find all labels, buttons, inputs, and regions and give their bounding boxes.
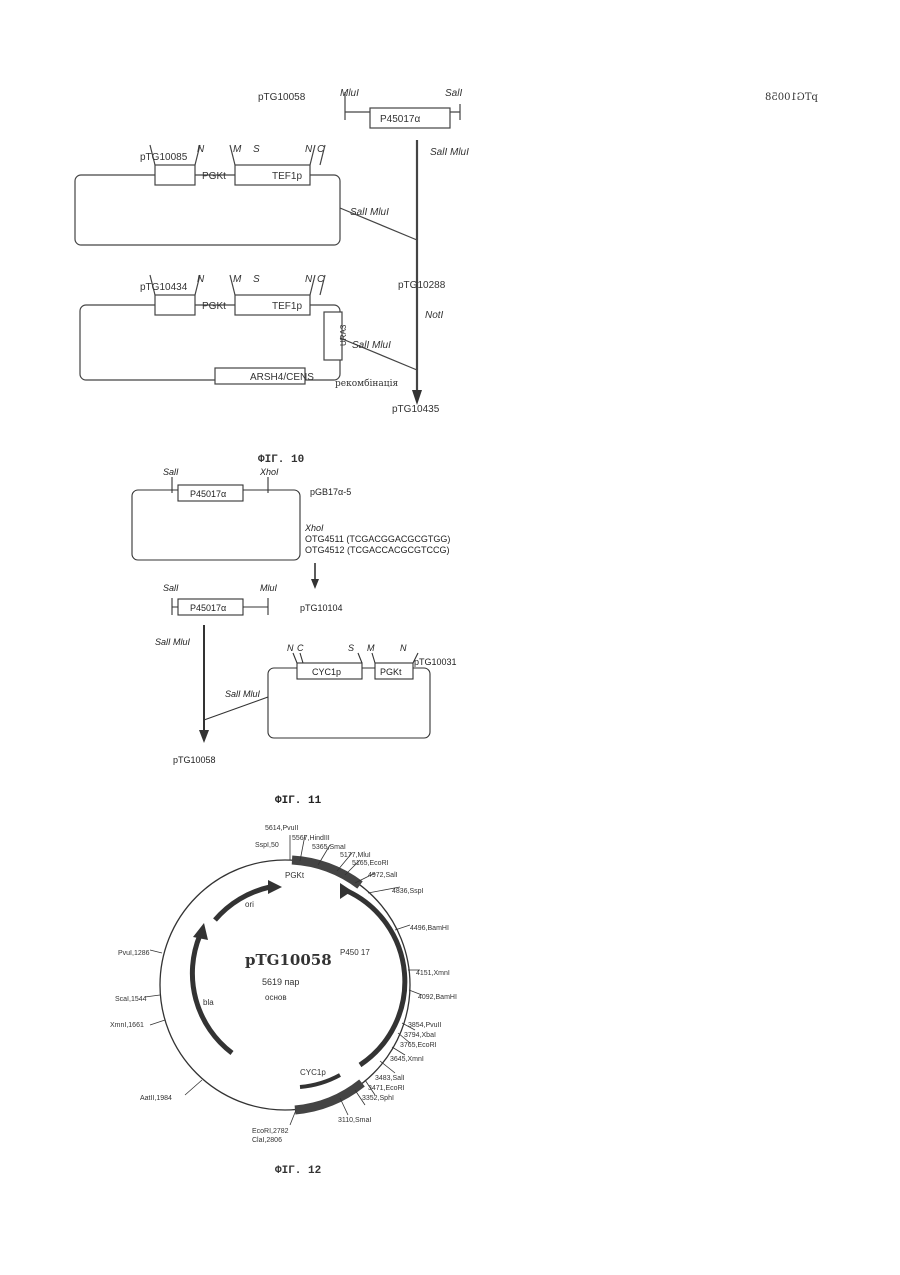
- fig10-site-sali: SalI: [445, 88, 462, 99]
- fig11-enzymes-left: SalI MluI: [155, 637, 191, 647]
- fig10-lower-box-pgkt: [155, 295, 195, 315]
- fig12-site-16: 3471,EcoRI: [368, 1085, 405, 1092]
- fig12-site-11: 3854,PvuII: [408, 1022, 442, 1029]
- fig11-vsite-m: M: [367, 643, 375, 653]
- fig11-mid-site-mlui: MluI: [260, 583, 278, 593]
- fig11-plasmid1-label: pGB17α-5: [310, 487, 351, 497]
- fig11-oligo2: OTG4512 (TCGACCACGCGTCCG): [305, 545, 450, 555]
- fig12-site-14: 3645,XmnI: [390, 1056, 424, 1063]
- fig10-vsite-c: C: [317, 144, 325, 155]
- fig12-site-13: 3765,EcoRI: [400, 1042, 437, 1049]
- fig12-site-4: 5165,EcoRI: [352, 860, 389, 867]
- fig11-vsite-n1: N: [287, 643, 294, 653]
- fig12-site-10: 4092,BamHI: [418, 994, 457, 1001]
- fig12-subtitle: основ: [265, 993, 287, 1002]
- fig10-enzymes-lower-mid: SalI MluI: [352, 340, 391, 351]
- fig11-final: pTG10058: [173, 755, 216, 765]
- fig10-vector-name: pTG10085: [140, 152, 188, 163]
- fig12-site-12: 3794,XbaI: [404, 1032, 436, 1039]
- fig10-enzymes-mid: SalI MluI: [350, 207, 389, 218]
- fig10-lbox-arsh4-label: ARSH4/CENS: [250, 372, 314, 383]
- fig12-site-0: 5614,PvuII: [265, 825, 299, 832]
- fig12-site-8: 4496,BamHI: [410, 925, 449, 932]
- fig11-insert-label: P45017α: [190, 489, 226, 499]
- fig11-vsite-s: S: [348, 643, 354, 653]
- fig12-site-2: 5365,SmaI: [312, 844, 346, 851]
- fig12-name: pTG10058: [245, 951, 332, 969]
- fig12-size: 5619 пар: [262, 977, 299, 987]
- fig12-site-9: 4151,XmnI: [416, 970, 450, 977]
- fig11-enzymes-mid: SalI MluI: [225, 689, 261, 699]
- fig10-lsite-c: C: [317, 274, 325, 285]
- fig11-oligo1: OTG4511 (TCGACGGACGCGTGG): [305, 534, 450, 544]
- fig12-arrow-p450: [345, 890, 405, 1065]
- fig10-vsite-m: M: [233, 144, 242, 155]
- fig10-vbox-tef1p-label: TEF1p: [272, 171, 302, 182]
- fig12-feature-ori: ori: [245, 900, 254, 909]
- fig12-site-24: PvuI,1286: [118, 950, 150, 957]
- fig10-enzymes-lower-right: NotI: [425, 310, 444, 321]
- fig10-lsite-n1: N: [197, 274, 205, 285]
- fig11-plasmid2-label: pTG10104: [300, 603, 343, 613]
- fig11-mid-site-sali: SalI: [163, 583, 179, 593]
- fig11-plasmid2-box-label: P45017α: [190, 603, 226, 613]
- fig12-site-6: 4972,SalI: [368, 872, 398, 879]
- fig11-vbox-pgkt-label: PGKt: [380, 667, 402, 677]
- fig11-site-xhoi: XhoI: [259, 467, 279, 477]
- fig10-lbox-ura3-label: URA3: [339, 324, 348, 346]
- fig10-lsite-n2: N: [305, 274, 313, 285]
- fig12-feature-cyc1p: CYC1p: [300, 1068, 326, 1077]
- fig12-arrow-bla: [192, 935, 232, 1053]
- fig12-site-17: 3352,SphI: [362, 1095, 394, 1102]
- fig10-vsite-n1: N: [197, 144, 205, 155]
- fig10-site-mlui: MluI: [340, 88, 359, 99]
- fig12-site-18: 3110,SmaI: [338, 1117, 371, 1124]
- fig12-site-19: EcoRI,2782: [252, 1128, 289, 1135]
- fig12-site-22: XmnI,1661: [110, 1022, 144, 1029]
- fig12-feature-bla: bla: [203, 998, 214, 1007]
- fig11-vbox-cyc1p-label: CYC1p: [312, 667, 341, 677]
- fig12-feature-p450: P450 17: [340, 948, 370, 957]
- fig12-site-15: 3483,SalI: [375, 1075, 405, 1082]
- figure-12: 5614,PvuII 5567,HindIII 5365,SmaI 5177,M…: [0, 805, 900, 1275]
- fig11-xhoi-label: XhoI: [304, 523, 324, 533]
- fig12-site-23: ScaI,1544: [115, 996, 147, 1003]
- fig11-vsite-n2: N: [400, 643, 407, 653]
- fig10-vsite-n2: N: [305, 144, 313, 155]
- figure-10: pTG10058 pTG10058 MluI SalI P45017α pTG1…: [0, 0, 900, 470]
- fig10-vector-box-pgkt: [155, 165, 195, 185]
- fig10-lower-name: pTG10434: [140, 282, 188, 293]
- fig10-vbox-pgkt-label: PGKt: [202, 171, 226, 182]
- fig11-vector-name: pTG10031: [414, 657, 457, 667]
- fig10-lbox-pgkt-label: PGKt: [202, 301, 226, 312]
- fig10-vsite-s: S: [253, 144, 260, 155]
- fig12-caption: ФІГ. 12: [275, 1165, 321, 1177]
- fig10-top-plasmid-label: pTG10058: [258, 92, 306, 103]
- fig10-final: pTG10435: [392, 404, 440, 415]
- fig10-lbox-tef1p-label: TEF1p: [272, 301, 302, 312]
- fig12-site-3: 5177,MluI: [340, 852, 371, 859]
- fig10-intermediate: pTG10288: [398, 280, 446, 291]
- fig10-lsite-s: S: [253, 274, 260, 285]
- fig12-site-21: AatII,1984: [140, 1095, 172, 1102]
- fig10-top-insert-label: P45017α: [380, 114, 420, 125]
- figure-11: SalI XhoI P45017α pGB17α-5 XhoI OTG4511 …: [0, 465, 900, 805]
- fig10-lsite-m: M: [233, 274, 242, 285]
- fig10-ligation: рекомбінація: [335, 378, 398, 389]
- fig12-site-7: 4836,SspI: [392, 888, 424, 895]
- fig12-feature-pgkt: PGKt: [285, 871, 305, 880]
- fig12-site-1: 5567,HindIII: [292, 835, 330, 842]
- fig10-enzymes-right: SalI MluI: [430, 147, 469, 158]
- fig10-top-plasmid: pTG10058: [765, 92, 818, 103]
- fig12-site-5: SspI,50: [255, 842, 279, 849]
- fig11-vsite-c: C: [297, 643, 304, 653]
- fig11-site-sali: SalI: [163, 467, 179, 477]
- fig12-arrow-ori: [215, 887, 270, 920]
- fig11-caption: ФІГ. 11: [275, 795, 322, 805]
- fig12-site-20: ClaI,2806: [252, 1137, 282, 1144]
